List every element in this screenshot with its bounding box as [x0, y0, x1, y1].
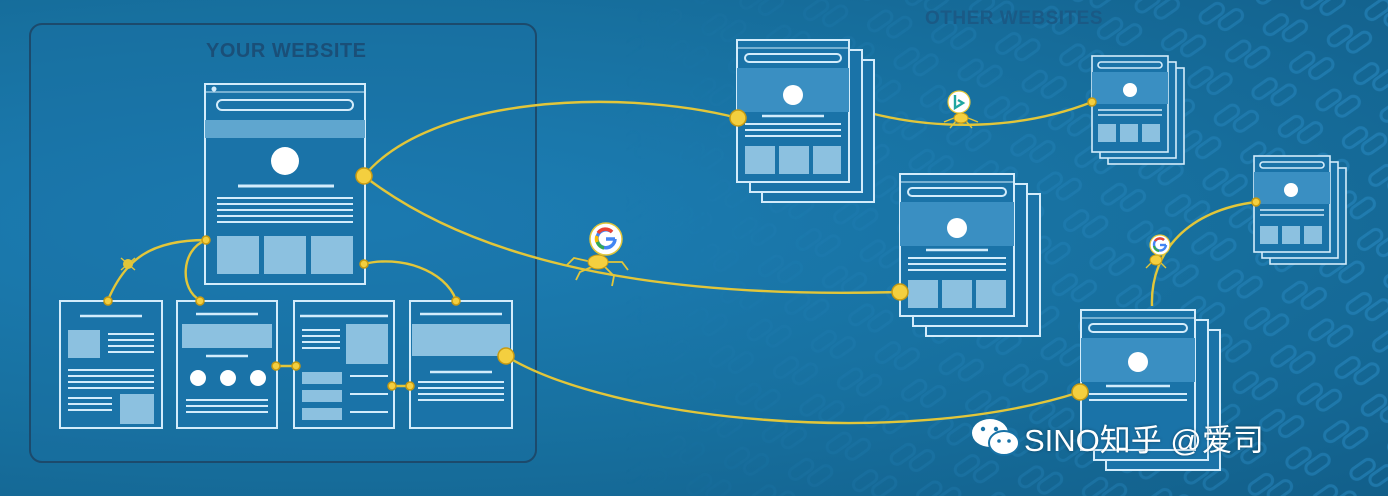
other-websites-title: OTHER WEBSITES	[925, 8, 1104, 29]
other-site-e	[1253, 155, 1347, 265]
node-site-a	[729, 109, 747, 127]
other-site-a	[736, 39, 875, 203]
watermark-text: SINO知乎 @爱司	[1024, 422, 1264, 458]
node-site-e	[1251, 197, 1261, 207]
node-main-right	[355, 167, 373, 185]
link-nodes	[103, 97, 1261, 401]
sub-page-1	[59, 300, 163, 429]
node-sub-2-right	[271, 361, 281, 371]
google-crawler	[565, 222, 629, 287]
link-main-to-site-a	[363, 100, 739, 177]
link-sub-to-site-c	[505, 354, 1081, 425]
spider-icon-small	[120, 257, 136, 271]
node-site-c	[1071, 383, 1089, 401]
node-sub-2-top	[195, 296, 205, 306]
link-lines	[106, 100, 1257, 425]
link-main-to-sub-4	[363, 260, 458, 301]
google-g-icon	[1152, 237, 1168, 253]
node-sub-3-left	[291, 361, 301, 371]
your-website-title: YOUR WEBSITE	[206, 40, 367, 62]
sub-page-4	[409, 300, 513, 429]
sub-page-2	[176, 300, 278, 429]
node-main-bottom-right	[359, 259, 369, 269]
node-sub-4-right	[497, 347, 515, 365]
google-crawler-small	[1145, 234, 1171, 269]
node-sub-1-top	[103, 296, 113, 306]
google-g-icon	[594, 227, 617, 250]
other-site-d	[1091, 55, 1185, 165]
link-main-to-sub-1	[106, 238, 207, 301]
other-site-c	[1080, 309, 1221, 471]
node-sub-3-right	[387, 381, 397, 391]
node-site-b	[891, 283, 909, 301]
node-site-d	[1087, 97, 1097, 107]
bing-crawler	[943, 90, 979, 129]
bing-icon	[953, 95, 966, 111]
node-sub-4-left	[405, 381, 415, 391]
node-sub-4-top	[451, 296, 461, 306]
sub-page-3	[293, 300, 395, 429]
watermark: SINO知乎 @爱司	[968, 415, 1264, 459]
link-site-c-to-site-e	[1150, 200, 1257, 307]
node-main-left	[201, 235, 211, 245]
main-page	[204, 83, 366, 285]
other-site-b	[899, 173, 1041, 337]
link-main-to-sub-2	[184, 238, 207, 302]
wechat-icon	[972, 419, 1020, 456]
link-site-a-to-site-d	[873, 100, 1093, 127]
link-main-to-site-b	[363, 175, 901, 295]
